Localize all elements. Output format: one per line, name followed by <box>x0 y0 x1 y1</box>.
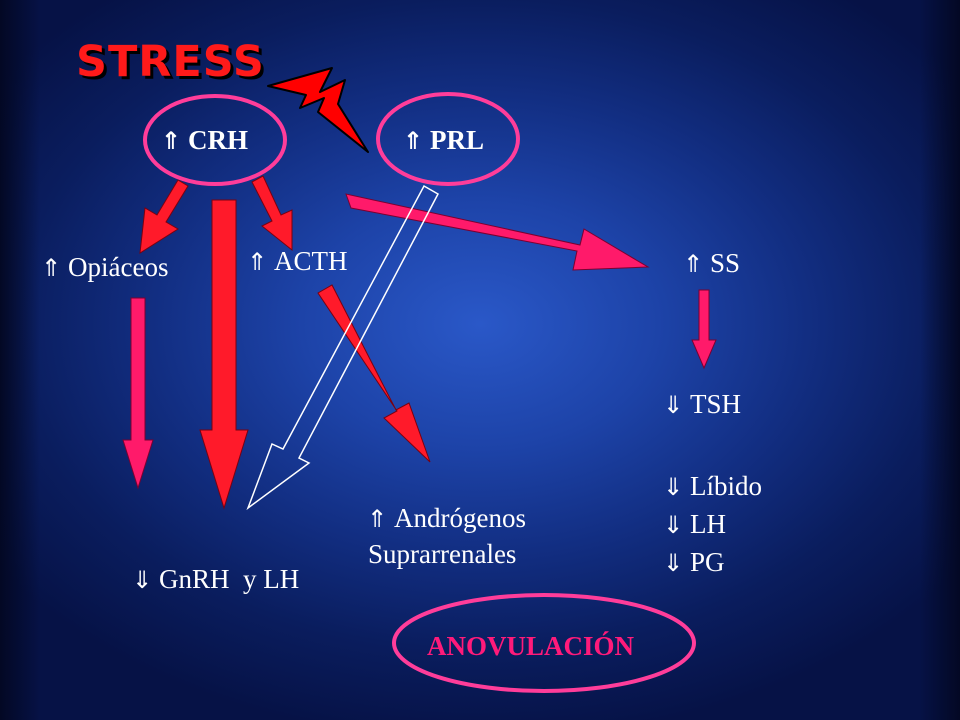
up-double-arrow-icon: ⇑ <box>366 505 388 533</box>
lh-text: LH <box>690 509 726 539</box>
label-lh: ⇓LH <box>662 508 726 541</box>
down-double-arrow-icon: ⇓ <box>662 549 684 577</box>
tsh-text: TSH <box>690 389 742 419</box>
arrow-ss-to-tsh <box>691 289 717 370</box>
androgenos-text: Andrógenos <box>394 503 526 533</box>
up-double-arrow-icon: ⇑ <box>246 248 268 276</box>
ss-text: SS <box>710 248 741 278</box>
libido-text: Líbido <box>690 471 762 501</box>
arrow-prl-to-gnrh-hollow <box>246 184 440 511</box>
prl-ellipse <box>376 92 520 186</box>
label-tsh: ⇓TSH <box>662 388 741 421</box>
crh-text: CRH <box>188 125 248 155</box>
label-suprarrenales: Suprarrenales <box>368 539 517 569</box>
arrow-acth-to-androgenos <box>317 284 431 463</box>
arrow-crh-to-gnrh <box>199 199 249 510</box>
gnrh-lh-text: GnRH y LH <box>159 564 300 594</box>
opiaceos-text: Opiáceos <box>68 252 169 282</box>
arrow-opiaceos-to-gnrh <box>122 297 154 490</box>
label-ss: ⇑SS <box>682 247 740 280</box>
title-stress: STRESS <box>76 37 265 87</box>
down-double-arrow-icon: ⇓ <box>662 473 684 501</box>
label-anovulacion: ANOVULACIÓN <box>427 631 635 661</box>
acth-text: ACTH <box>274 246 348 276</box>
label-gnrh-lh: ⇓GnRH y LH <box>104 531 299 628</box>
arrow-crh-to-opiaceos <box>139 179 189 254</box>
label-pg: ⇓PG <box>662 546 725 579</box>
up-double-arrow-icon: ⇑ <box>160 127 182 155</box>
lightning-bolt-icon <box>267 67 369 153</box>
up-double-arrow-icon: ⇑ <box>682 250 704 278</box>
arrow-crh-to-acth <box>251 175 293 252</box>
down-double-arrow-icon: ⇓ <box>662 391 684 419</box>
arrow-crh-to-ss <box>345 193 650 271</box>
prl-text: PRL <box>430 125 484 155</box>
anovulacion-ellipse <box>392 593 696 693</box>
up-double-arrow-icon: ⇑ <box>40 254 62 282</box>
up-double-arrow-icon: ⇑ <box>402 127 424 155</box>
label-androgenos: ⇑Andrógenos <box>366 502 526 535</box>
down-double-arrow-icon: ⇓ <box>662 511 684 539</box>
label-crh: ⇑CRH <box>160 124 248 157</box>
label-prl: ⇑PRL <box>402 124 484 157</box>
down-double-arrow-icon: ⇓ <box>131 566 153 594</box>
label-libido: ⇓Líbido <box>662 470 762 503</box>
label-opiaceos: ⇑Opiáceos <box>40 251 169 284</box>
label-acth: ⇑ACTH <box>246 245 348 278</box>
pg-text: PG <box>690 547 725 577</box>
crh-ellipse <box>143 94 287 186</box>
